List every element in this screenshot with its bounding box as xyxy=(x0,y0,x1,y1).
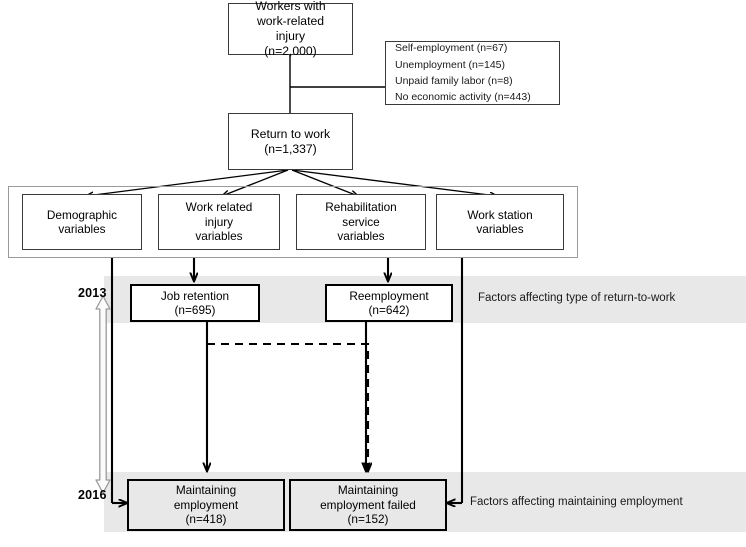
variable-box-work-related-injury-label: Work related injury variables xyxy=(185,200,253,244)
band-note-lower: Factors affecting maintaining employment xyxy=(470,496,683,508)
exclusion-item-1: Unemployment (n=145) xyxy=(395,58,506,71)
node-maintaining-employment-failed: Maintaining employment failed (n=152) xyxy=(289,479,447,531)
node-maintaining-employment-failed-label: Maintaining employment failed (n=152) xyxy=(320,483,416,527)
node-reemployment-label: Reemployment (n=642) xyxy=(349,288,429,317)
variable-box-work-related-injury: Work related injury variables xyxy=(158,194,280,250)
node-maintaining-employment-label: Maintaining employment (n=418) xyxy=(173,483,239,527)
exclusion-item-0: Self-employment (n=67) xyxy=(395,42,508,55)
node-source: Workers with work-related injury (n=2,00… xyxy=(228,0,353,58)
exclusion-box: Self-employment (n=67) Unemployment (n=1… xyxy=(385,41,560,105)
variable-box-rehabilitation-service-label: Rehabilitation service variables xyxy=(325,200,397,244)
node-source-label: Workers with work-related injury (n=2,00… xyxy=(255,0,326,58)
variable-box-demographic-label: Demographic variables xyxy=(46,207,118,236)
variables-group xyxy=(8,186,578,258)
variable-box-demographic: Demographic variables xyxy=(22,194,142,250)
band-note-upper: Factors affecting type of return-to-work xyxy=(478,292,676,304)
node-job-retention: Job retention (n=695) xyxy=(130,284,260,322)
variable-box-work-station: Work station variables xyxy=(436,194,564,250)
variable-box-rehabilitation-service: Rehabilitation service variables xyxy=(296,194,426,250)
node-maintaining-employment: Maintaining employment (n=418) xyxy=(127,479,285,531)
node-job-retention-label: Job retention (n=695) xyxy=(160,288,230,317)
exclusion-item-2: Unpaid family labor (n=8) xyxy=(395,75,513,87)
year-label-2016: 2016 xyxy=(78,488,107,502)
variable-box-work-station-label: Work station variables xyxy=(467,207,533,236)
node-return-to-work-label: Return to work (n=1,337) xyxy=(250,126,331,156)
year-label-2013: 2013 xyxy=(78,286,107,300)
node-return-to-work: Return to work (n=1,337) xyxy=(228,113,353,170)
exclusion-item-3: No economic activity (n=443) xyxy=(395,91,531,104)
node-reemployment: Reemployment (n=642) xyxy=(325,284,453,322)
